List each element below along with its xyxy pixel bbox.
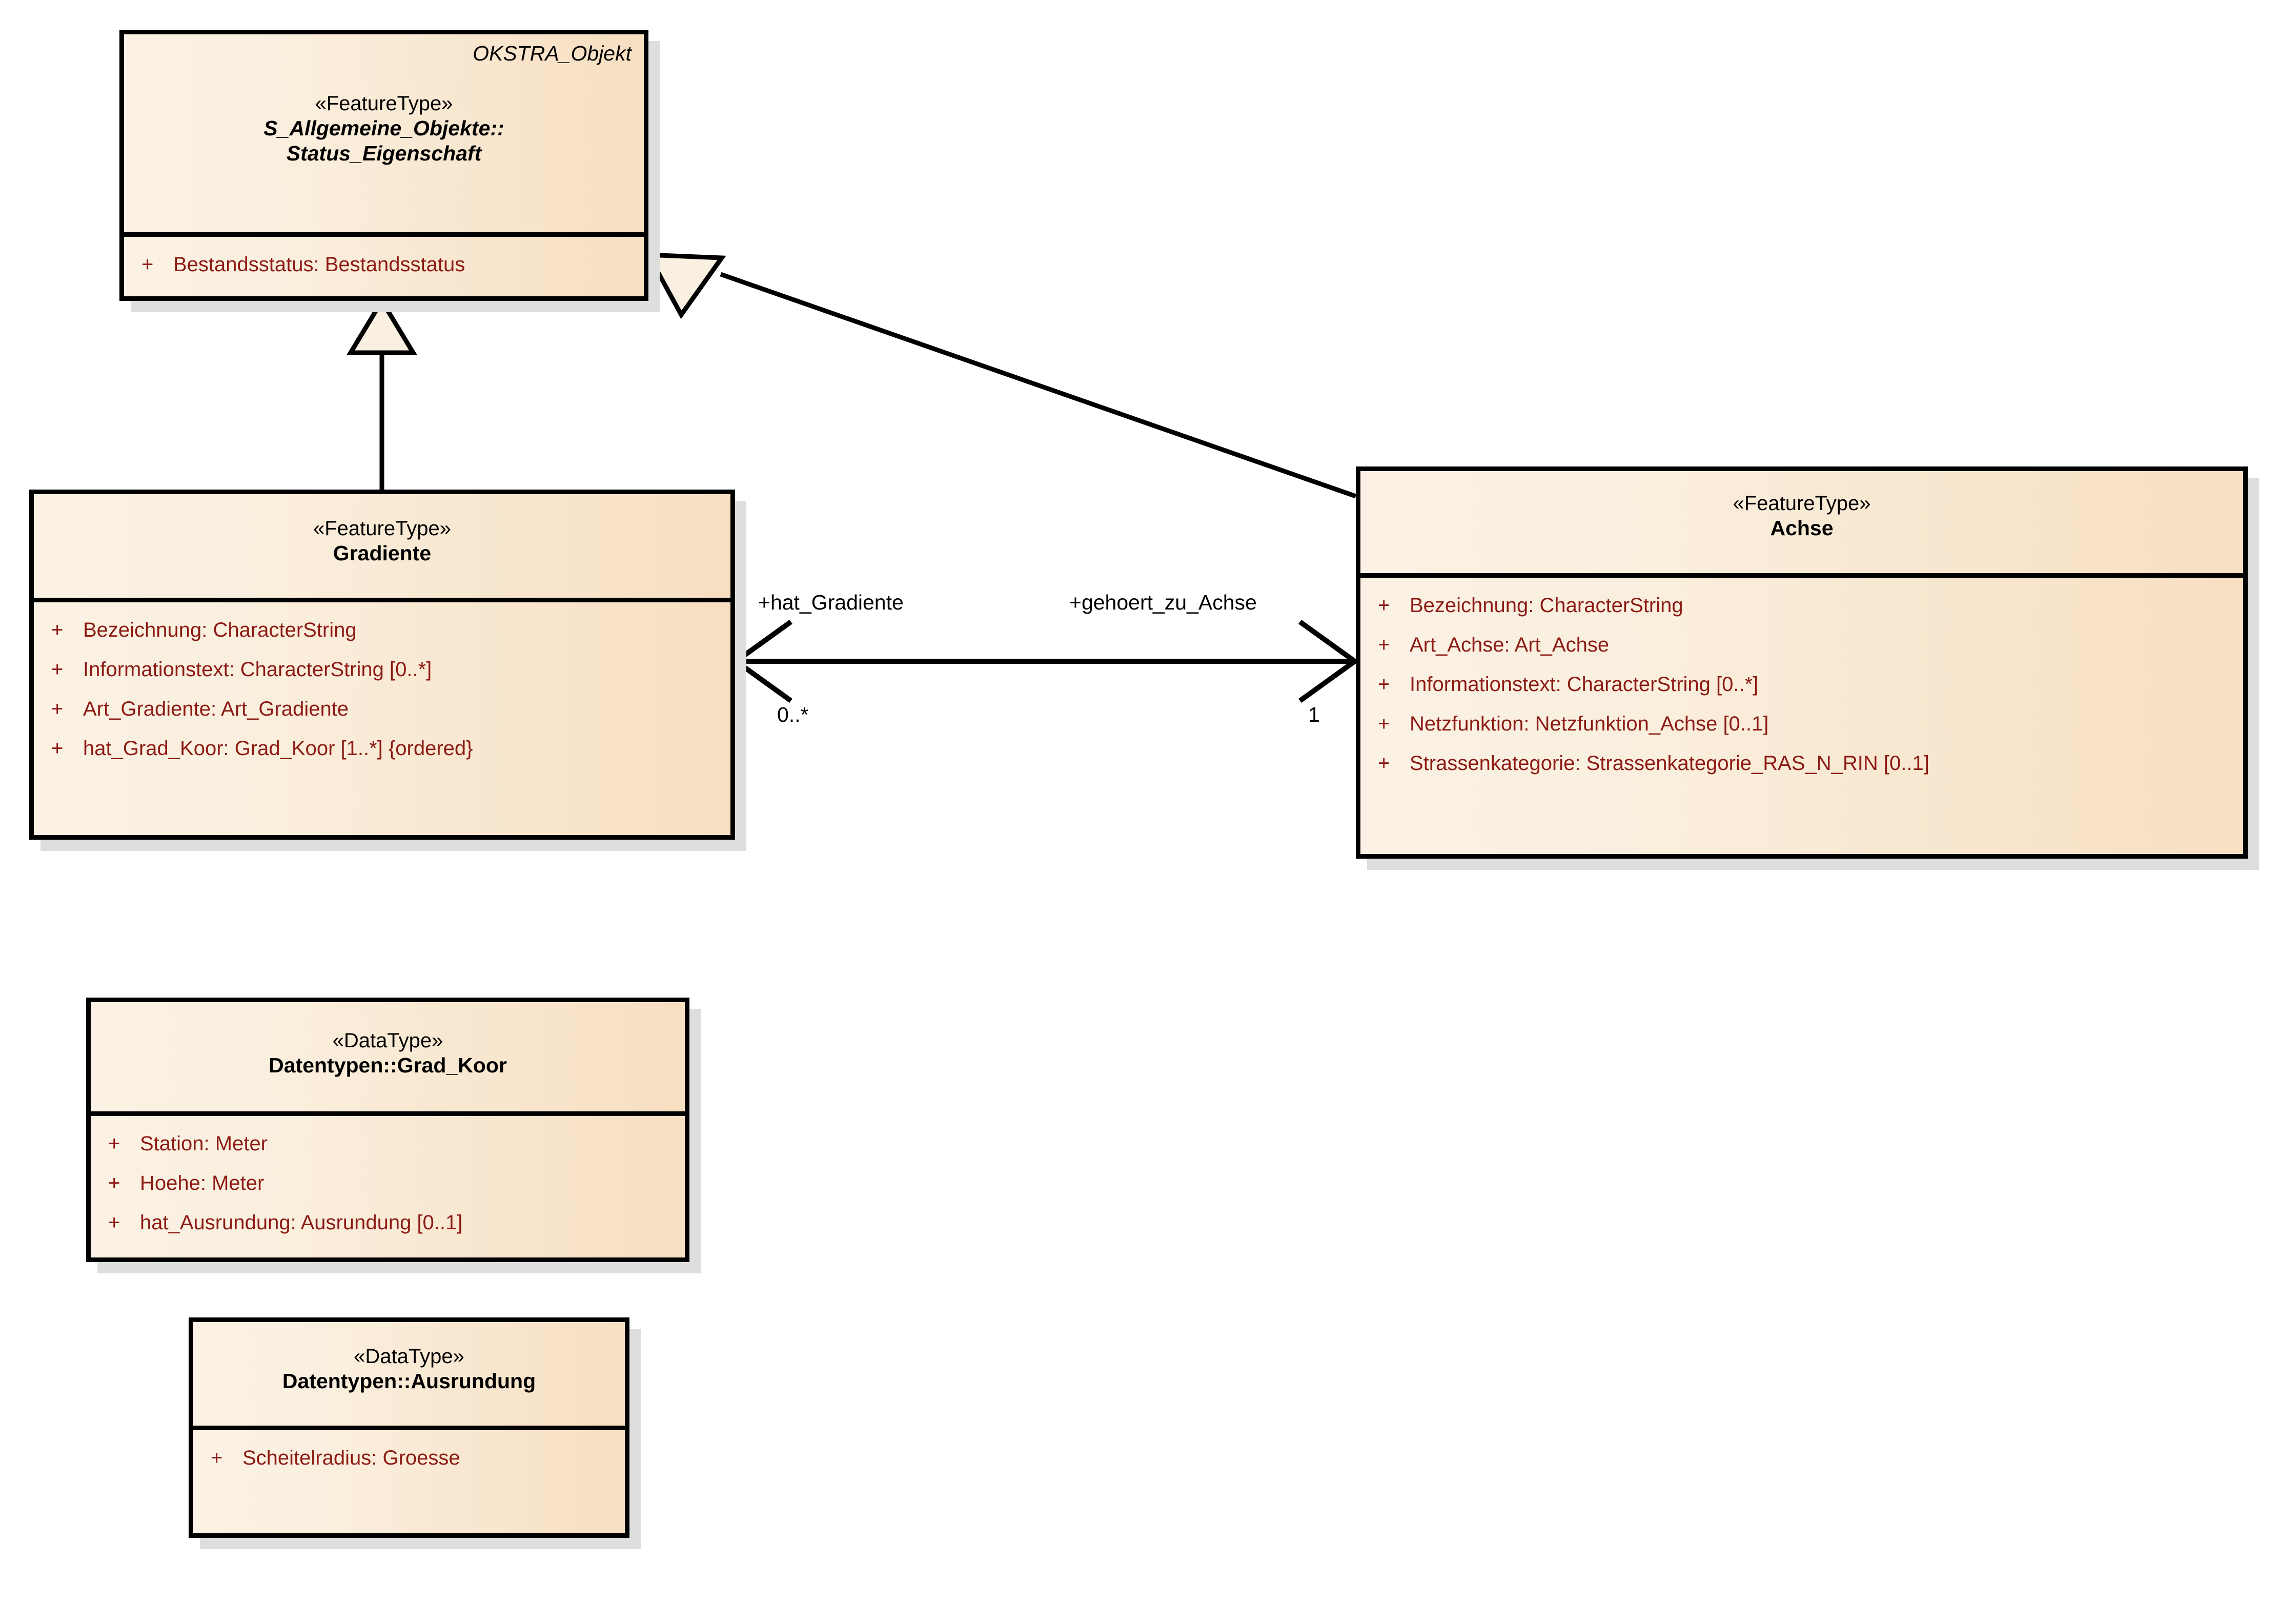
class-stereotype-grad-koor: «DataType» — [332, 1029, 443, 1052]
attribute-visibility: + — [1378, 594, 1390, 617]
attribute-visibility: + — [108, 1211, 120, 1234]
class-name-achse: Achse — [1770, 516, 1834, 540]
attribute-visibility: + — [1378, 752, 1390, 775]
class-box-grad-koor[interactable]: «DataType» Datentypen::Grad_Koor + Stati… — [86, 998, 689, 1262]
attribute-row: + Strassenkategorie: Strassenkategorie_R… — [1360, 753, 2243, 774]
class-header-status-eigenschaft: OKSTRA_Objekt «FeatureType» S_Allgemeine… — [124, 34, 644, 237]
attribute-signature: Informationstext: CharacterString [0..*] — [83, 658, 432, 681]
class-header-gradiente: «FeatureType» Gradiente — [34, 494, 730, 602]
class-header-ausrundung: «DataType» Datentypen::Ausrundung — [193, 1322, 625, 1430]
association-source-role-label: +hat_Gradiente — [758, 591, 904, 614]
attribute-signature: Hoehe: Meter — [140, 1172, 264, 1194]
class-attributes-status-eigenschaft: + Bestandsstatus: Bestandsstatus — [124, 237, 644, 275]
attribute-row: + Station: Meter — [91, 1133, 685, 1154]
attribute-signature: Art_Gradiente: Art_Gradiente — [83, 698, 349, 720]
class-name-gradiente: Gradiente — [333, 541, 432, 565]
generalization-achse-to-status — [644, 252, 1357, 499]
attribute-signature: Station: Meter — [140, 1132, 268, 1155]
attribute-row: + Bezeichnung: CharacterString — [34, 620, 730, 640]
class-attributes-achse: + Bezeichnung: CharacterString + Art_Ach… — [1360, 578, 2243, 774]
attribute-visibility: + — [211, 1447, 223, 1469]
attribute-row: + Bezeichnung: CharacterString — [1360, 595, 2243, 616]
attribute-row: + Informationstext: CharacterString [0..… — [1360, 674, 2243, 695]
attribute-row: + Bestandsstatus: Bestandsstatus — [124, 254, 644, 275]
class-attributes-ausrundung: + Scheitelradius: Groesse — [193, 1430, 625, 1468]
class-box-achse[interactable]: «FeatureType» Achse + Bezeichnung: Chara… — [1356, 466, 2248, 859]
attribute-row: + Scheitelradius: Groesse — [193, 1448, 625, 1468]
association-source-multiplicity-label: 0..* — [777, 703, 809, 726]
generalization-gradiente-to-status — [347, 296, 417, 490]
class-attributes-grad-koor: + Station: Meter + Hoehe: Meter + hat_Au… — [91, 1116, 685, 1233]
class-stereotype-ausrundung: «DataType» — [354, 1345, 464, 1368]
attribute-row: + Netzfunktion: Netzfunktion_Achse [0..1… — [1360, 714, 2243, 734]
attribute-visibility: + — [108, 1172, 120, 1194]
class-name-status-eigenschaft-line2: Status_Eigenschaft — [286, 141, 482, 166]
attribute-signature: Bezeichnung: CharacterString — [1410, 594, 1683, 617]
association-target-multiplicity-label: 1 — [1308, 703, 1320, 726]
class-corner-name-okstra-objekt: OKSTRA_Objekt — [473, 42, 632, 65]
class-stereotype-status-eigenschaft: «FeatureType» — [315, 92, 453, 115]
attribute-signature: hat_Ausrundung: Ausrundung [0..1] — [140, 1211, 463, 1234]
class-header-grad-koor: «DataType» Datentypen::Grad_Koor — [91, 1002, 685, 1116]
class-name-ausrundung: Datentypen::Ausrundung — [282, 1369, 536, 1393]
attribute-row: + Informationstext: CharacterString [0..… — [34, 659, 730, 680]
class-stereotype-achse: «FeatureType» — [1733, 492, 1871, 515]
attribute-signature: Strassenkategorie: Strassenkategorie_RAS… — [1410, 752, 1929, 775]
attribute-visibility: + — [1378, 673, 1390, 696]
association-target-role-label: +gehoert_zu_Achse — [1069, 591, 1257, 614]
attribute-signature: Scheitelradius: Groesse — [242, 1447, 460, 1469]
class-header-achse: «FeatureType» Achse — [1360, 471, 2243, 578]
attribute-signature: Netzfunktion: Netzfunktion_Achse [0..1] — [1410, 713, 1769, 735]
attribute-visibility: + — [51, 737, 64, 760]
attribute-row: + Art_Gradiente: Art_Gradiente — [34, 699, 730, 719]
attribute-signature: Art_Achse: Art_Achse — [1410, 634, 1610, 656]
attribute-signature: Informationstext: CharacterString [0..*] — [1410, 673, 1759, 696]
association-gradiente-achse — [731, 619, 1359, 703]
attribute-visibility: + — [51, 698, 64, 720]
attribute-signature: hat_Grad_Koor: Grad_Koor [1..*] {ordered… — [83, 737, 473, 760]
class-box-ausrundung[interactable]: «DataType» Datentypen::Ausrundung + Sche… — [189, 1317, 629, 1538]
class-name-grad-koor: Datentypen::Grad_Koor — [269, 1053, 507, 1078]
attribute-visibility: + — [108, 1132, 120, 1155]
class-name-status-eigenschaft-line1: S_Allgemeine_Objekte:: — [263, 116, 504, 140]
attribute-row: + hat_Grad_Koor: Grad_Koor [1..*] {order… — [34, 738, 730, 759]
attribute-row: + hat_Ausrundung: Ausrundung [0..1] — [91, 1212, 685, 1233]
attribute-visibility: + — [1378, 634, 1390, 656]
attribute-visibility: + — [51, 658, 64, 681]
class-stereotype-gradiente: «FeatureType» — [313, 517, 452, 540]
attribute-signature: Bezeichnung: CharacterString — [83, 619, 357, 641]
attribute-signature: Bestandsstatus: Bestandsstatus — [173, 253, 465, 276]
attribute-row: + Art_Achse: Art_Achse — [1360, 635, 2243, 655]
attribute-visibility: + — [141, 253, 154, 276]
class-box-gradiente[interactable]: «FeatureType» Gradiente + Bezeichnung: C… — [29, 490, 735, 840]
attribute-visibility: + — [1378, 713, 1390, 735]
attribute-row: + Hoehe: Meter — [91, 1173, 685, 1193]
class-attributes-gradiente: + Bezeichnung: CharacterString + Informa… — [34, 602, 730, 759]
class-box-status-eigenschaft[interactable]: OKSTRA_Objekt «FeatureType» S_Allgemeine… — [119, 30, 648, 301]
attribute-visibility: + — [51, 619, 64, 641]
